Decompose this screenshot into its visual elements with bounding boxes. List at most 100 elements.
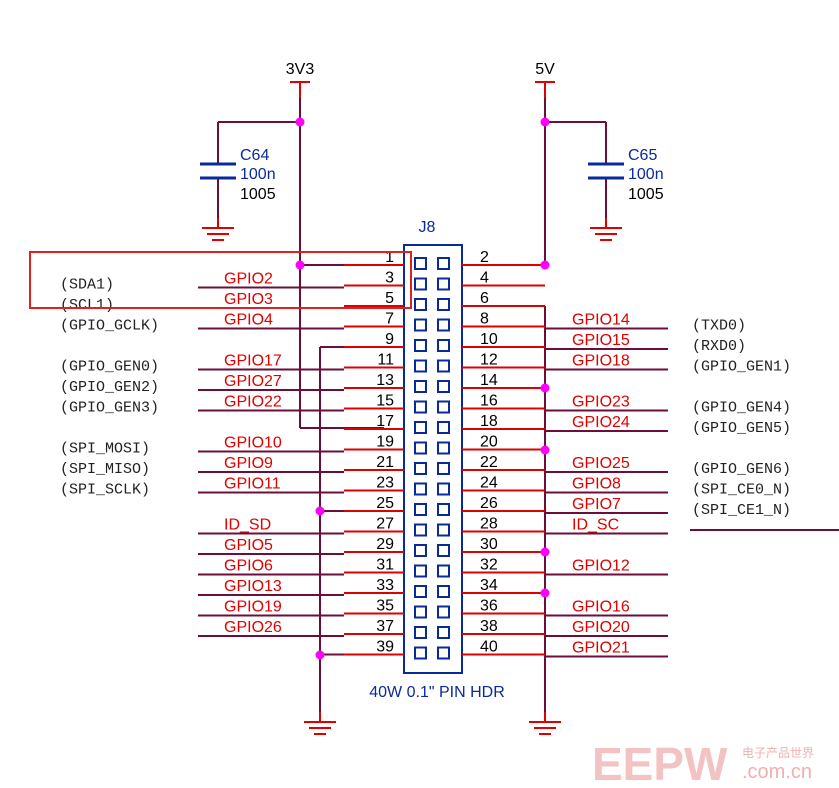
left-pin-column: 13GPIO2(SDA1)5GPIO3(SCL1)7GPIO4(GPIO_GCL… bbox=[60, 249, 404, 656]
gpio-label-left: GPIO11 bbox=[224, 476, 281, 493]
pin-number-right: 4 bbox=[480, 270, 489, 287]
function-label-right: (GPIO_GEN1) bbox=[692, 359, 791, 376]
pin-number-right: 16 bbox=[480, 393, 498, 410]
pin-number-right: 36 bbox=[480, 598, 498, 615]
pad-odd bbox=[414, 318, 427, 332]
c65-value: 100n bbox=[628, 166, 664, 183]
c64-package: 1005 bbox=[240, 186, 276, 203]
pin-number-left: 29 bbox=[376, 536, 394, 553]
pad-even bbox=[437, 503, 450, 516]
capacitor-c65: C65 100n 1005 bbox=[588, 147, 664, 203]
gpio-label-right: GPIO7 bbox=[572, 496, 621, 513]
junction-dot bbox=[315, 650, 325, 660]
j8-header-body: J8 40W 0.1" PIN HDR bbox=[369, 219, 505, 701]
pin-number-left: 31 bbox=[376, 557, 394, 574]
pin-number-left: 3 bbox=[385, 270, 394, 287]
gpio-label-left: GPIO22 bbox=[224, 394, 282, 411]
pad-odd bbox=[414, 482, 427, 496]
junction-dot bbox=[540, 588, 550, 598]
gpio-label-left: GPIO10 bbox=[224, 435, 282, 452]
pad-odd bbox=[414, 523, 427, 537]
gpio-label-right: GPIO8 bbox=[572, 476, 621, 493]
pad-odd bbox=[414, 298, 427, 311]
pad-even bbox=[437, 441, 450, 455]
i2c-highlight-box bbox=[29, 251, 412, 309]
pad-even bbox=[437, 544, 450, 557]
gpio-label-right: GPIO16 bbox=[572, 599, 630, 616]
power-symbol-3v3: 3V3 bbox=[286, 61, 314, 98]
function-label-left: (GPIO_GEN3) bbox=[60, 400, 159, 417]
pin-number-right: 24 bbox=[480, 475, 498, 492]
pin-number-right: 32 bbox=[480, 557, 498, 574]
pad-odd bbox=[414, 421, 427, 434]
pin-number-left: 23 bbox=[376, 475, 394, 492]
header-pads bbox=[414, 257, 450, 660]
header-description: 40W 0.1" PIN HDR bbox=[369, 684, 505, 701]
pad-even bbox=[437, 400, 450, 414]
pin-number-left: 5 bbox=[385, 290, 394, 307]
pin-number-left: 35 bbox=[376, 598, 394, 615]
function-label-right: (SPI_CE0_N) bbox=[692, 482, 791, 499]
pin-number-right: 28 bbox=[480, 516, 498, 533]
pad-even bbox=[437, 523, 450, 537]
pad-odd bbox=[414, 646, 427, 660]
pad-even bbox=[437, 359, 450, 373]
function-label-right: (GPIO_GEN4) bbox=[692, 400, 791, 417]
pad-odd bbox=[414, 564, 427, 578]
junction-dot bbox=[540, 260, 550, 270]
gpio-label-right: GPIO21 bbox=[572, 640, 630, 657]
gpio-label-left: GPIO17 bbox=[224, 353, 282, 370]
pin-number-left: 17 bbox=[376, 413, 394, 430]
pin-number-left: 39 bbox=[376, 639, 394, 656]
pin-number-right: 2 bbox=[480, 249, 489, 266]
pad-odd bbox=[414, 380, 427, 393]
pad-even bbox=[437, 585, 450, 598]
power-label-5v: 5V bbox=[535, 61, 555, 78]
gpio-label-left: GPIO4 bbox=[224, 312, 273, 329]
pin-number-left: 1 bbox=[385, 249, 394, 266]
gpio-label-left: GPIO9 bbox=[224, 455, 273, 472]
power-symbol-5v: 5V bbox=[535, 61, 555, 98]
function-label-left: (SDA1) bbox=[60, 277, 114, 294]
pin-number-left: 9 bbox=[385, 331, 394, 348]
pad-even bbox=[437, 257, 450, 270]
pad-even bbox=[437, 462, 450, 475]
gpio-label-right: GPIO18 bbox=[572, 353, 630, 370]
pad-odd bbox=[414, 277, 427, 291]
ground-symbols bbox=[202, 218, 622, 735]
signal-wires bbox=[198, 286, 668, 658]
pad-odd bbox=[414, 441, 427, 455]
function-label-left: (SCL1) bbox=[60, 297, 114, 314]
gpio-label-right: GPIO15 bbox=[572, 332, 630, 349]
function-label-left: (SPI_SCLK) bbox=[60, 482, 150, 499]
pin-number-left: 19 bbox=[376, 434, 394, 451]
junction-dot bbox=[540, 547, 550, 557]
gpio-label-left: ID_SD bbox=[224, 517, 271, 534]
gpio-label-left: GPIO13 bbox=[224, 578, 282, 595]
pad-even bbox=[437, 339, 450, 352]
gpio-label-left: GPIO2 bbox=[224, 271, 273, 288]
watermark-domain: .com.cn bbox=[742, 761, 812, 783]
c64-ref: C64 bbox=[240, 147, 269, 164]
function-label-right: (SPI_CE1_N) bbox=[692, 502, 791, 519]
pin-number-right: 26 bbox=[480, 495, 498, 512]
pad-odd bbox=[414, 257, 427, 270]
pin-number-left: 15 bbox=[376, 393, 394, 410]
capacitor-c64: C64 100n 1005 bbox=[200, 147, 276, 203]
pin-number-right: 38 bbox=[480, 618, 498, 635]
pin-number-right: 22 bbox=[480, 454, 498, 471]
pad-even bbox=[437, 646, 450, 660]
pad-odd bbox=[414, 544, 427, 557]
junction-dot bbox=[540, 445, 550, 455]
pin-number-right: 34 bbox=[480, 577, 498, 594]
gpio-label-right: GPIO24 bbox=[572, 414, 630, 431]
pad-even bbox=[437, 318, 450, 332]
c65-package: 1005 bbox=[628, 186, 664, 203]
function-label-right: (RXD0) bbox=[692, 338, 746, 355]
pin-number-right: 10 bbox=[480, 331, 498, 348]
pin-number-right: 40 bbox=[480, 639, 498, 656]
pin-number-left: 13 bbox=[376, 372, 394, 389]
pad-even bbox=[437, 421, 450, 434]
